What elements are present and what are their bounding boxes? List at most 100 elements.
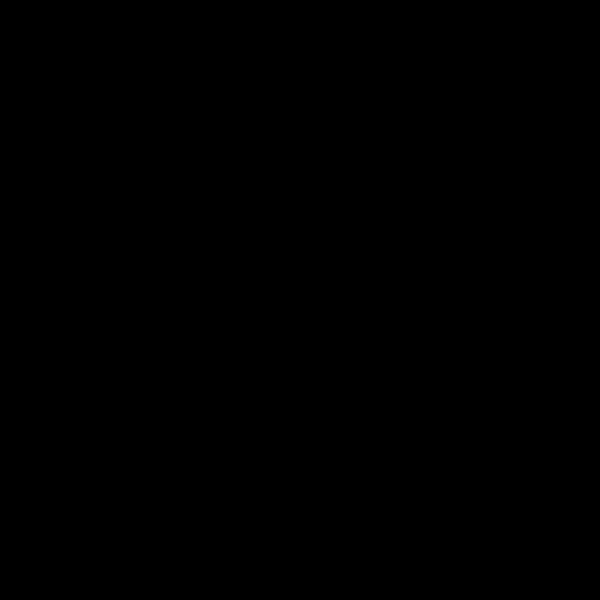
- graph-node: [96, 45, 100, 49]
- graph-edge: [239, 46, 267, 101]
- graph-node: [428, 76, 432, 80]
- graph-edge: [189, 299, 341, 361]
- graph-edge: [189, 359, 231, 456]
- graph-node: [358, 93, 362, 97]
- graph-edge: [239, 389, 281, 426]
- graph-edge: [419, 309, 481, 381]
- graph-edge: [429, 419, 536, 471]
- graph-edge: [329, 46, 459, 76]
- graph-edge: [313, 46, 466, 216]
- graph-node: [318, 348, 322, 352]
- graph-edge: [229, 46, 363, 151]
- graph-edge: [499, 439, 521, 471]
- graph-edge: [464, 214, 496, 369]
- graph-edge: [121, 477, 147, 491]
- graph-edge: [209, 46, 243, 111]
- graph-edge: [73, 379, 111, 416]
- graph-edge: [319, 459, 401, 531]
- graph-node: [178, 148, 182, 152]
- graph-node: [258, 438, 262, 442]
- graph-edge: [169, 399, 271, 406]
- graph-node: [173, 228, 177, 232]
- graph-edge: [149, 46, 171, 149]
- graph-edge: [399, 199, 441, 231]
- graph-edge: [209, 109, 421, 181]
- graph-edge: [264, 129, 301, 261]
- graph-edge: [429, 319, 501, 471]
- graph-edge: [73, 165, 176, 231]
- graph-edge: [109, 349, 131, 381]
- graph-edge: [104, 354, 141, 396]
- graph-edge: [199, 379, 301, 411]
- graph-edge: [479, 309, 551, 425]
- graph-edge: [383, 69, 507, 89]
- graph-edge: [481, 46, 531, 73]
- graph-edge: [369, 439, 431, 471]
- graph-node: [48, 170, 52, 174]
- graph-edge: [174, 205, 301, 381]
- graph-edge: [209, 109, 231, 151]
- graph-edge: [534, 419, 551, 425]
- graph-edge: [109, 313, 176, 381]
- graph-edge: [494, 469, 501, 513]
- graph-edge: [91, 283, 176, 341]
- graph-node: [138, 393, 142, 397]
- graph-edge: [91, 339, 156, 441]
- graph-node: [298, 88, 302, 92]
- graph-edge: [49, 171, 176, 219]
- graph-node: [128, 348, 132, 352]
- graph-edge: [419, 179, 451, 401]
- graph-edge: [189, 359, 201, 411]
- graph-edge: [481, 46, 507, 71]
- graph-edge: [229, 149, 321, 231]
- graph-edge: [505, 46, 551, 71]
- graph-edge: [279, 424, 301, 441]
- graph-edge: [254, 74, 331, 166]
- graph-edge: [209, 349, 321, 381]
- graph-edge: [103, 379, 301, 495]
- graph-node: [240, 45, 244, 49]
- graph-edge: [289, 46, 363, 151]
- graph-edge: [109, 379, 201, 471]
- graph-node: [84, 510, 88, 514]
- graph-edge: [299, 46, 339, 91]
- graph-edge: [109, 307, 176, 381]
- graph-edge: [389, 399, 461, 481]
- graph-edge: [369, 439, 461, 481]
- graph-edge: [464, 214, 551, 425]
- graph-node: [463, 213, 467, 217]
- graph-node: [173, 252, 177, 256]
- graph-edge: [289, 46, 459, 151]
- graph-edge: [319, 229, 431, 261]
- graph-edge: [499, 319, 515, 524]
- graph-edge: [524, 297, 551, 309]
- graph-edge: [204, 46, 291, 136]
- graph-edge: [514, 389, 521, 441]
- graph-edge: [124, 394, 141, 421]
- graph-edge: [419, 379, 501, 471]
- graph-edge: [383, 46, 387, 89]
- graph-edge: [99, 301, 176, 411]
- graph-edge: [379, 329, 451, 401]
- graph-edge: [85, 333, 161, 346]
- graph-edge: [109, 379, 147, 491]
- graph-edge: [85, 409, 101, 513]
- graph-node: [458, 478, 462, 482]
- graph-edge: [229, 149, 301, 201]
- graph-edge: [154, 439, 231, 456]
- graph-edge: [489, 167, 516, 391]
- graph-edge: [429, 46, 507, 79]
- graph-node: [378, 218, 382, 222]
- graph-edge: [299, 89, 361, 96]
- graph-edge: [459, 479, 533, 536]
- graph-node: [168, 403, 172, 407]
- graph-edge: [429, 469, 496, 513]
- graph-edge: [174, 239, 361, 315]
- graph-node: [388, 268, 392, 272]
- graph-edge: [145, 46, 241, 101]
- graph-edge: [61, 301, 176, 311]
- graph-edge: [359, 87, 385, 96]
- graph-edge: [319, 349, 451, 511]
- graph-node: [298, 438, 302, 442]
- graph-edge: [179, 109, 211, 151]
